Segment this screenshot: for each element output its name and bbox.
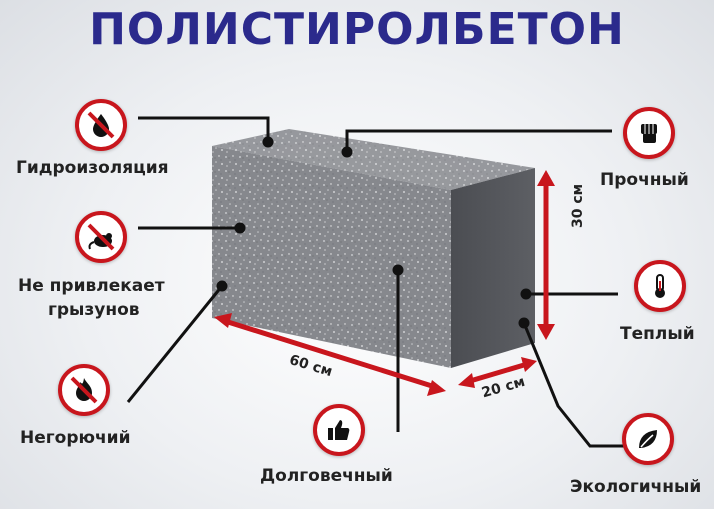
callout-dots (216, 136, 532, 329)
feature-eco-label: Экологичный (570, 477, 702, 497)
feature-rodents-label-line2: грызунов (48, 300, 140, 320)
fist-icon (623, 107, 675, 159)
feature-strong-label: Прочный (600, 170, 689, 190)
no-water-drop-icon (75, 99, 127, 151)
feature-rodents-label-line1: Не привлекает (18, 276, 165, 296)
block-side-face (451, 168, 535, 368)
thermometer-icon (634, 260, 686, 312)
dimension-height-label: 30 см (570, 183, 586, 228)
block-front-face (212, 146, 451, 368)
leaf-icon (622, 413, 674, 465)
feature-fireproof-label: Негорючий (20, 428, 131, 448)
feature-warm-label: Теплый (620, 324, 695, 344)
block-top-face (212, 129, 535, 190)
feature-durable-label: Долговечный (260, 466, 393, 486)
page-title: ПОЛИСТИРОЛБЕТОН (89, 4, 625, 55)
no-fire-icon (58, 364, 110, 416)
callout-lines (126, 116, 624, 448)
no-rodent-icon (75, 211, 127, 263)
thumbs-up-icon (313, 404, 365, 456)
dimension-arrows (214, 170, 555, 396)
feature-waterproofing-label: Гидроизоляция (16, 158, 169, 178)
